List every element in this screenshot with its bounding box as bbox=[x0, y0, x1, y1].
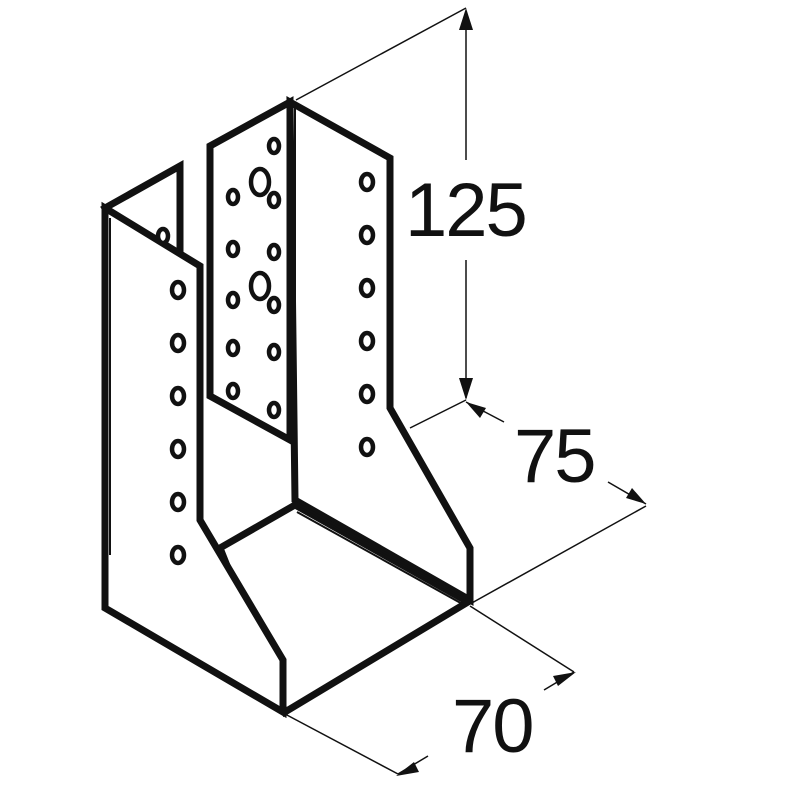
height-dimension: 125 bbox=[295, 7, 528, 429]
fastener-hole bbox=[358, 277, 376, 299]
arrow-upright-icon bbox=[553, 672, 576, 686]
fastener-hole bbox=[266, 400, 282, 420]
fastener-hole bbox=[169, 491, 187, 513]
arrow-down-icon bbox=[459, 378, 473, 400]
width-label: 70 bbox=[452, 684, 533, 769]
depth-dimension: 75 bbox=[465, 401, 647, 605]
fastener-hole bbox=[225, 239, 241, 259]
front-side-plate bbox=[101, 201, 287, 719]
arrow-upleft-icon bbox=[466, 402, 486, 418]
arrow-up-icon bbox=[459, 8, 473, 30]
back-right-flange bbox=[286, 95, 474, 607]
fastener-hole bbox=[358, 383, 376, 405]
fastener-hole bbox=[266, 242, 282, 262]
fastener-hole bbox=[155, 226, 171, 246]
arrow-downright-icon bbox=[626, 488, 646, 504]
fastener-hole bbox=[225, 381, 241, 401]
fastener-hole bbox=[266, 136, 282, 156]
fastener-hole bbox=[358, 330, 376, 352]
fastener-hole bbox=[225, 290, 241, 310]
fastener-hole bbox=[266, 190, 282, 210]
fastener-hole bbox=[266, 295, 282, 315]
oval-hole bbox=[248, 270, 272, 302]
fastener-hole bbox=[225, 338, 241, 358]
fastener-hole bbox=[358, 171, 376, 193]
inner-panel-holes bbox=[225, 136, 282, 420]
fastener-hole bbox=[358, 224, 376, 246]
fastener-hole bbox=[266, 342, 282, 362]
height-label: 125 bbox=[405, 168, 526, 253]
fastener-hole bbox=[358, 436, 376, 458]
front-plate-holes bbox=[155, 226, 187, 566]
depth-label: 75 bbox=[514, 414, 595, 499]
fastener-hole bbox=[169, 544, 187, 566]
fastener-hole bbox=[169, 385, 187, 407]
fastener-hole bbox=[169, 279, 187, 301]
arrow-downleft-icon bbox=[396, 762, 419, 776]
fastener-hole bbox=[225, 187, 241, 207]
width-dimension: 70 bbox=[284, 605, 576, 776]
fastener-hole bbox=[169, 438, 187, 460]
fastener-hole bbox=[169, 332, 187, 354]
back-flange-holes bbox=[358, 171, 376, 458]
oval-hole bbox=[248, 166, 272, 198]
